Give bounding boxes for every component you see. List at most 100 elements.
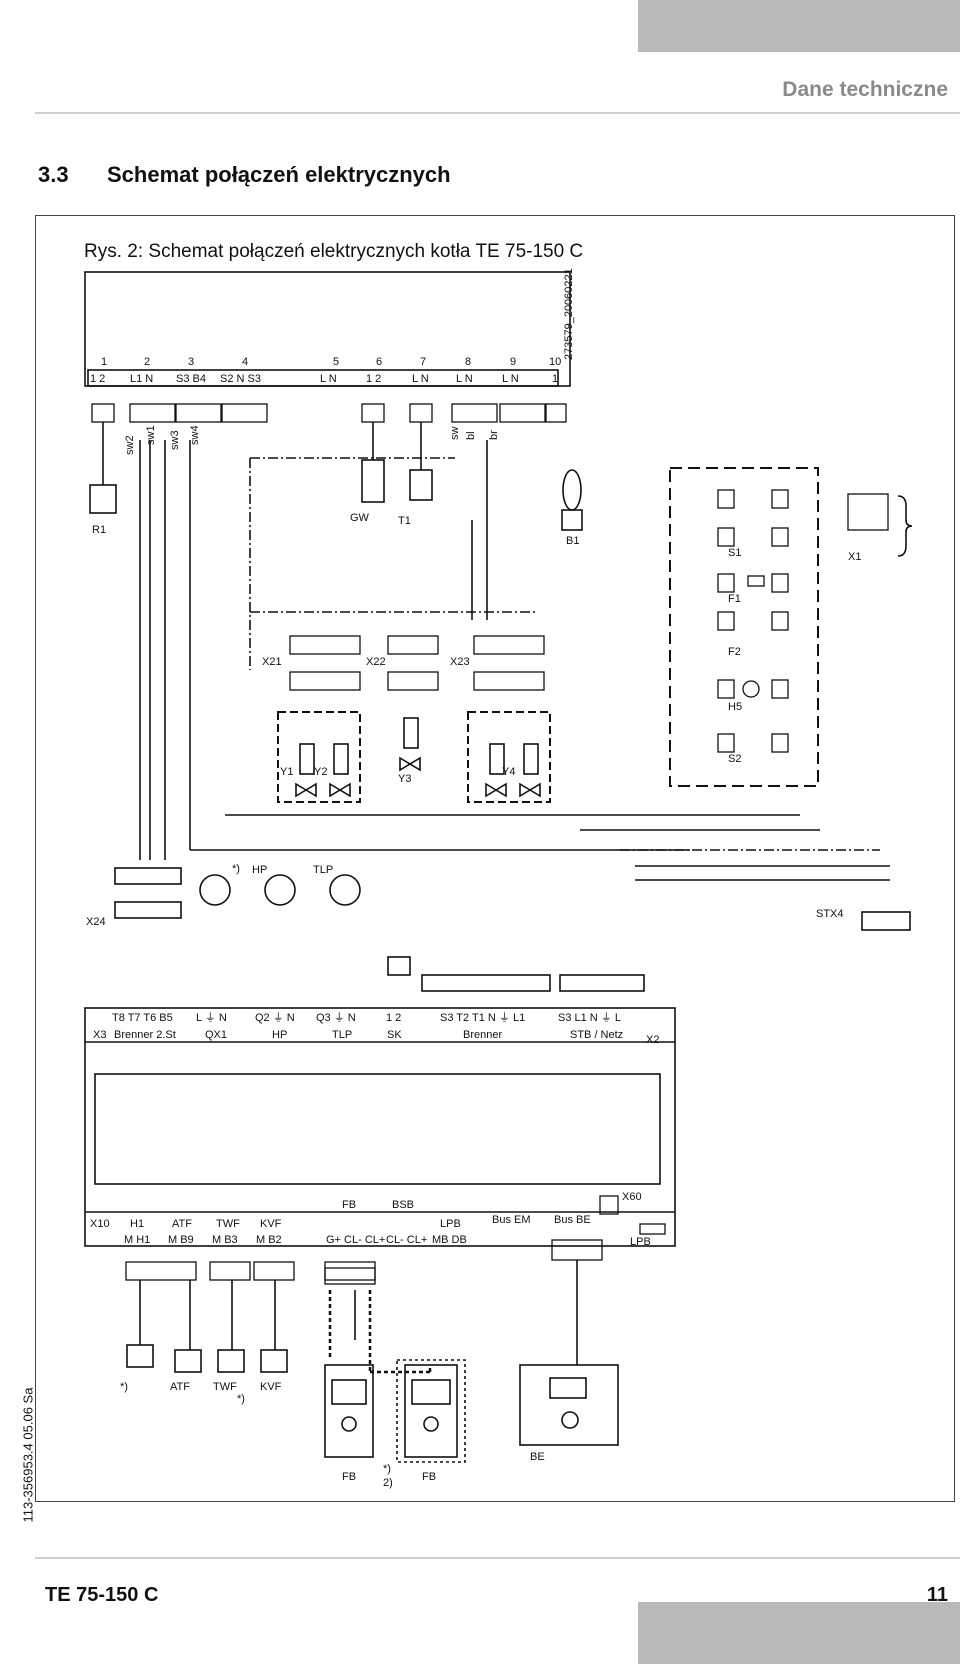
wire-label: sw: [449, 427, 461, 441]
terminal-group: TWF: [216, 1218, 240, 1230]
wire-label: sw4: [189, 425, 201, 445]
terminal-group: Brenner: [463, 1029, 502, 1041]
component-label: Y4: [502, 766, 515, 778]
terminal-pins: M B3: [212, 1234, 238, 1246]
terminal-number: 9: [510, 356, 516, 368]
terminal-pins: Q3 ⏚ N: [316, 1011, 356, 1024]
terminal-number: 1: [101, 356, 107, 368]
bottom-label: *): [383, 1463, 391, 1475]
bottom-label: FB: [342, 1471, 356, 1483]
terminal-group: Bus EM: [492, 1214, 531, 1226]
section-title: Dane techniczne: [782, 78, 948, 101]
terminal-pins: L N: [320, 373, 337, 385]
heading-number: 3.3: [38, 162, 69, 187]
star-note: *): [232, 863, 240, 875]
component-label: X22: [366, 656, 386, 668]
terminal-group: Bus BE: [554, 1214, 591, 1226]
component-label: R1: [92, 524, 106, 536]
terminal-number: 2: [144, 356, 150, 368]
terminal-pins: G+ CL- CL+: [326, 1234, 385, 1246]
terminal-group: TLP: [332, 1029, 352, 1041]
component-label: X10: [90, 1218, 110, 1230]
terminal-pins: S3 T2 T1 N ⏚ L1: [440, 1011, 525, 1024]
component-label: Y1: [280, 766, 293, 778]
component-label: X3: [93, 1029, 106, 1041]
terminal-group: Brenner 2.St: [114, 1029, 176, 1041]
heading-title: Schemat połączeń elektrycznych: [107, 162, 451, 187]
drawing-id: 273579_20060221: [563, 268, 575, 360]
component-label: GW: [350, 512, 370, 524]
component-label: X1: [848, 551, 861, 563]
wire-label: sw3: [169, 430, 181, 450]
terminal-pins: M B2: [256, 1234, 282, 1246]
terminal-pins: 1 2: [90, 373, 105, 385]
wire-label: bl: [465, 431, 477, 440]
terminal-group: ATF: [172, 1218, 192, 1230]
figure-frame: [35, 215, 955, 1502]
terminal-pins: CL- CL+: [386, 1234, 427, 1246]
terminal-pins: M H1: [124, 1234, 150, 1246]
terminal-pins: Q2 ⏚ N: [255, 1011, 295, 1024]
terminal-number: 3: [188, 356, 194, 368]
terminal-pins: L N: [412, 373, 429, 385]
component-label: HP: [252, 864, 267, 876]
component-label: X24: [86, 916, 106, 928]
wire-label: sw1: [145, 425, 157, 445]
component-label: F2: [728, 646, 741, 658]
bottom-label: *): [237, 1393, 245, 1405]
terminal-pins: 1 2: [366, 373, 381, 385]
bottom-label: KVF: [260, 1381, 282, 1393]
component-label: F1: [728, 593, 741, 605]
bottom-label: 2): [383, 1477, 393, 1489]
component-label: Y2: [314, 766, 327, 778]
terminal-pins: S3 B4: [176, 373, 206, 385]
component-label: X60: [622, 1191, 642, 1203]
component-label: T1: [398, 515, 411, 527]
component-label: H5: [728, 701, 742, 713]
terminal-pins: L ⏚ N: [196, 1011, 227, 1024]
terminal-number: 7: [420, 356, 426, 368]
terminal-number: 10: [549, 356, 561, 368]
terminal-group: STB / Netz: [570, 1029, 623, 1041]
component-label: S2: [728, 753, 741, 765]
terminal-number: 5: [333, 356, 339, 368]
terminal-group: BSB: [392, 1199, 414, 1211]
footer-bar: [638, 1602, 960, 1664]
terminal-pins: T8 T7 T6 B5: [112, 1012, 173, 1024]
terminal-pins: L1 N: [130, 373, 153, 385]
component-label: Y3: [398, 773, 411, 785]
header-divider: [35, 112, 960, 114]
page-number: 11: [926, 1584, 948, 1606]
terminal-number: 4: [242, 356, 248, 368]
component-label: X23: [450, 656, 470, 668]
terminal-group: HP: [272, 1029, 287, 1041]
terminal-pins: L N: [456, 373, 473, 385]
component-label: S1: [728, 547, 741, 559]
terminal-group: LPB: [440, 1218, 461, 1230]
terminal-group: FB: [342, 1199, 356, 1211]
bottom-label: LPB: [630, 1236, 651, 1248]
component-label: TLP: [313, 864, 333, 876]
terminal-pins: 1 2: [386, 1012, 401, 1024]
bottom-label: *): [120, 1381, 128, 1393]
component-label: X2: [646, 1034, 659, 1046]
header-bar: [638, 0, 960, 52]
terminal-number: 8: [465, 356, 471, 368]
terminal-number: 6: [376, 356, 382, 368]
bottom-label: BE: [530, 1451, 545, 1463]
bottom-label: TWF: [213, 1381, 237, 1393]
component-label: B1: [566, 535, 579, 547]
wire-label: sw2: [124, 435, 136, 455]
footer-model: TE 75-150 C: [45, 1584, 159, 1606]
terminal-group: KVF: [260, 1218, 282, 1230]
component-label: STX4: [816, 908, 844, 920]
figure-caption: Rys. 2: Schemat połączeń elektrycznych k…: [84, 241, 584, 262]
terminal-pins: MB DB: [432, 1234, 467, 1246]
terminal-pins: S2 N S3: [220, 373, 261, 385]
terminal-group: H1: [130, 1218, 144, 1230]
bottom-label: ATF: [170, 1381, 190, 1393]
terminal-group: SK: [387, 1029, 402, 1041]
terminal-group: QX1: [205, 1029, 227, 1041]
component-label: X21: [262, 656, 282, 668]
